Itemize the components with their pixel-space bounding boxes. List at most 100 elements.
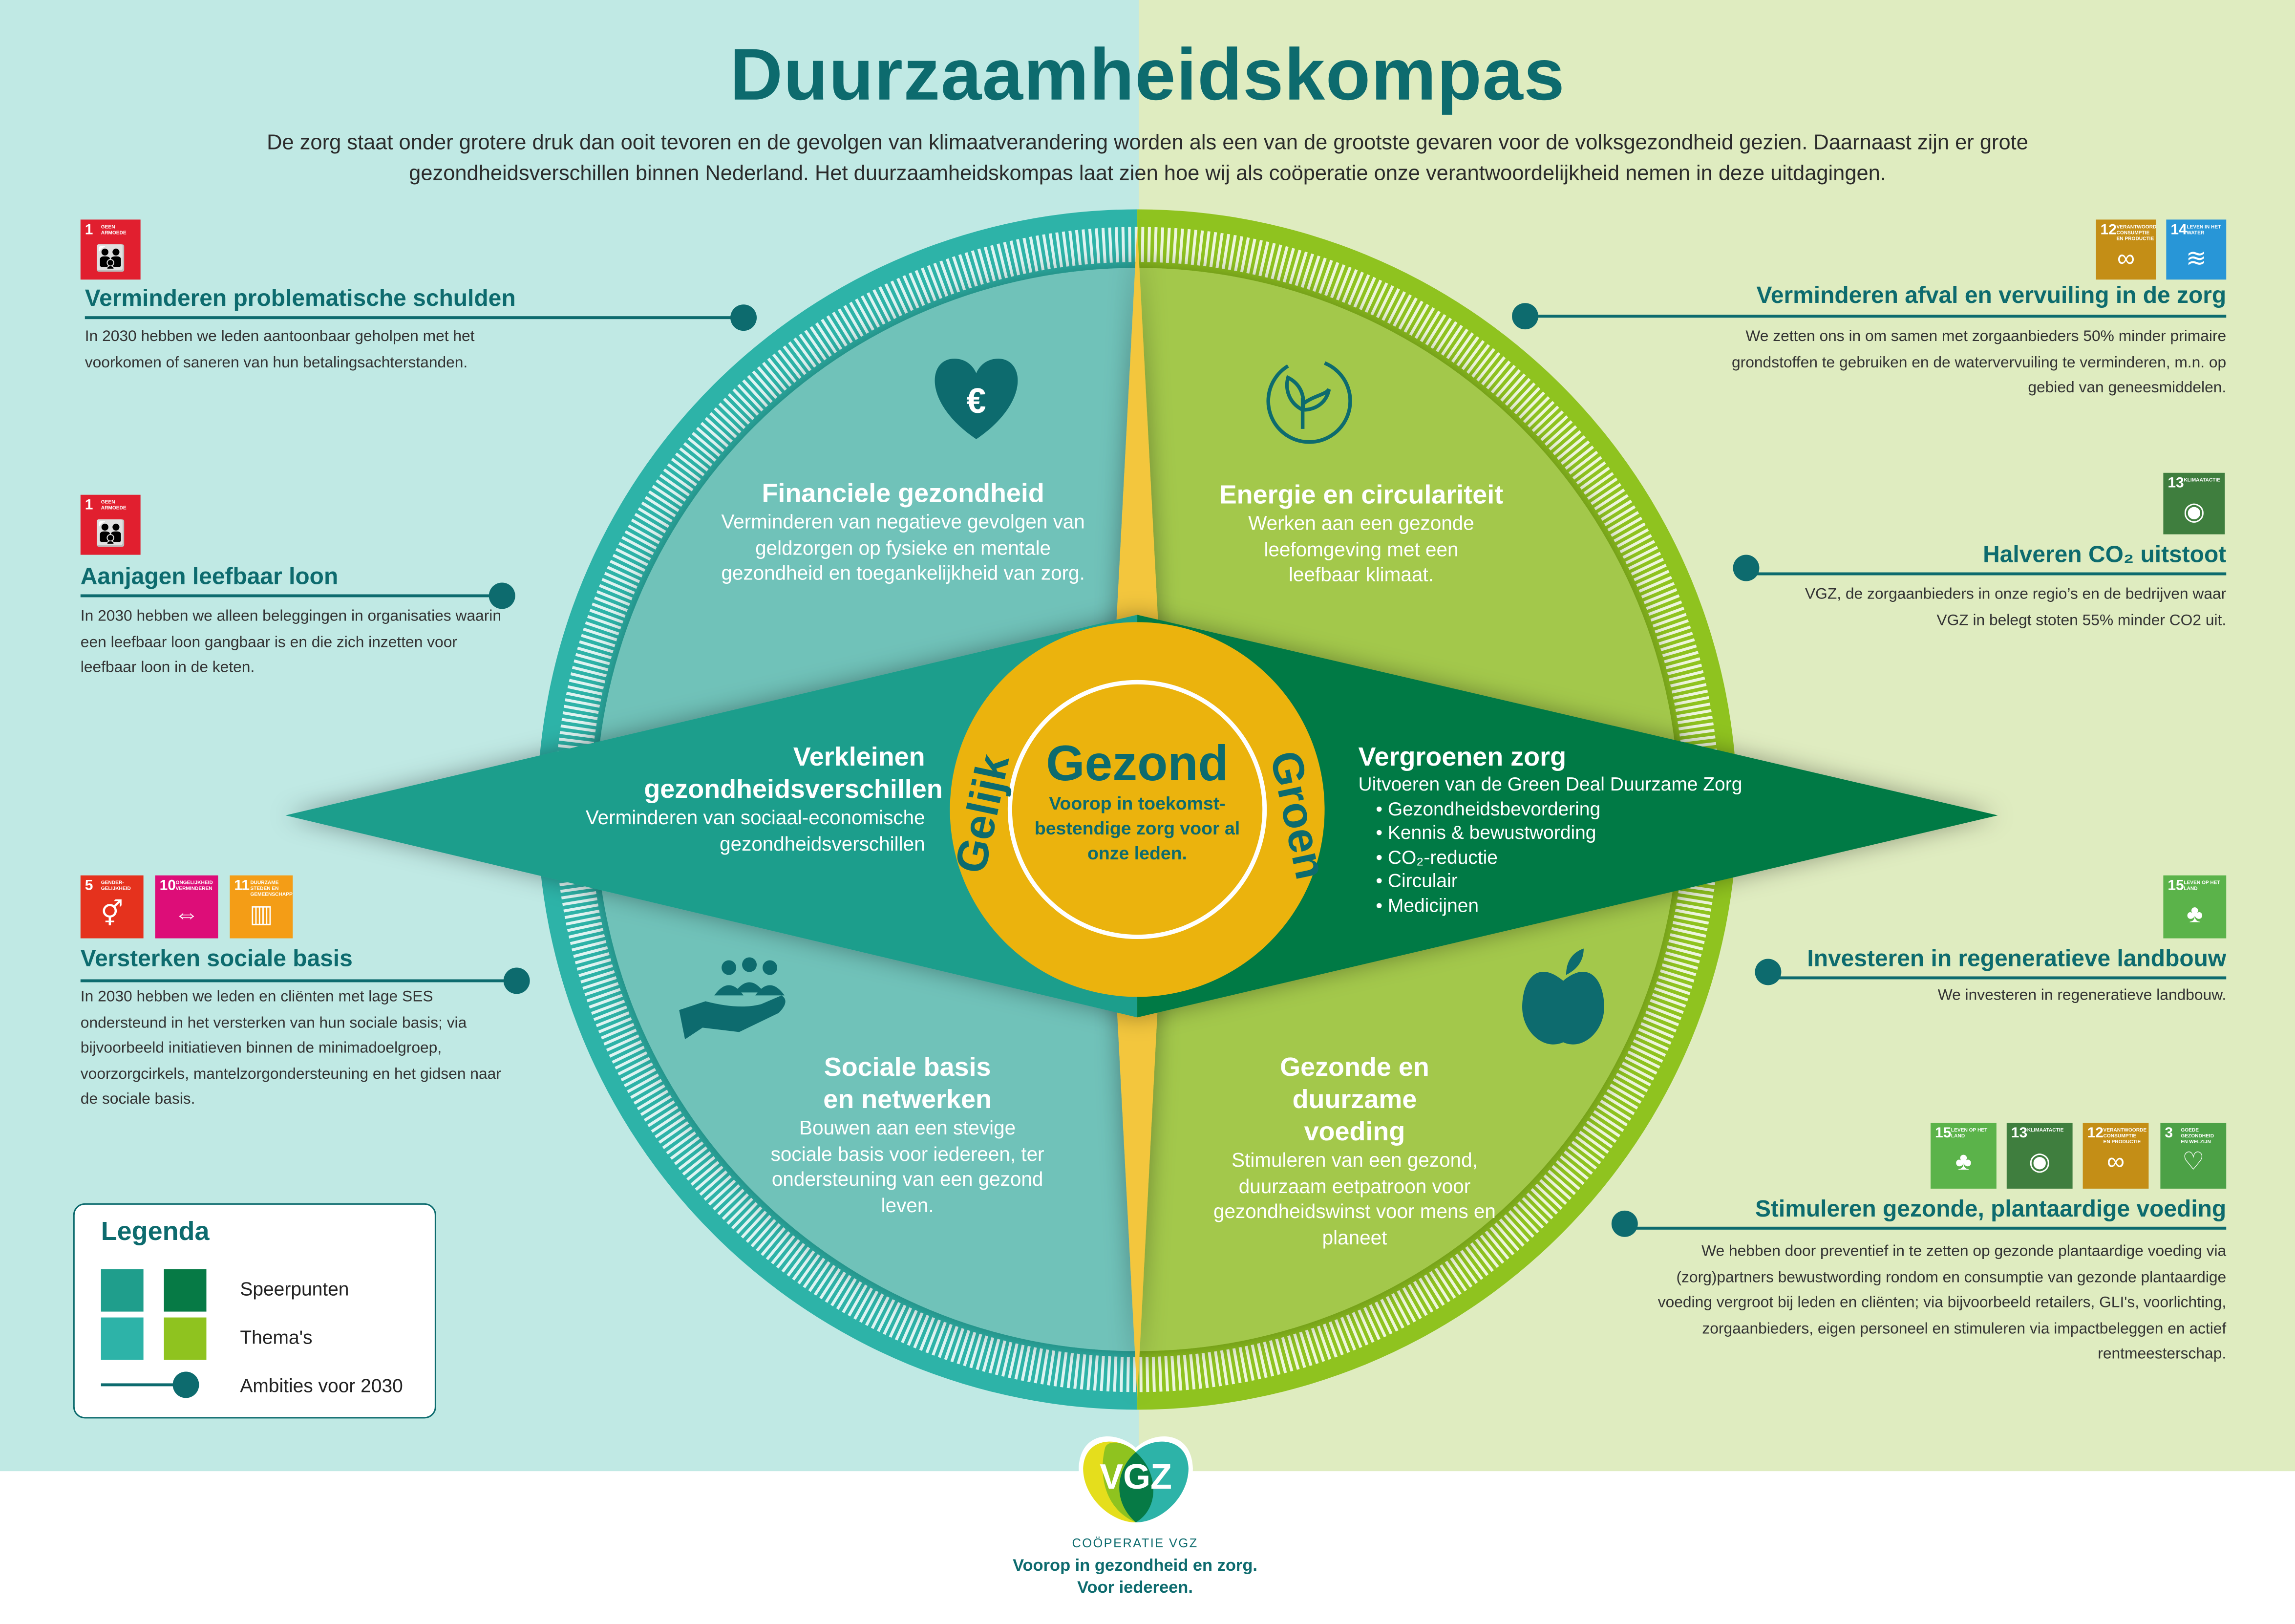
globe-eye-icon: ◉ <box>2183 497 2205 526</box>
sdg-label: GEEN ARMOEDE <box>101 499 127 511</box>
speerpunt-left-text: Verkleinen gezondheidsverschillen Vermin… <box>556 741 943 856</box>
infinity-icon: ∞ <box>2106 1148 2125 1175</box>
sdg-label: GOEDE GEZONDHEID EN WELZIJN <box>2181 1127 2214 1145</box>
ambition-dot <box>730 304 757 331</box>
sdg-label: VERANTWOORDE CONSUMPTIE EN PRODUCTIE <box>2116 224 2156 242</box>
quadrant-social-text: Sociale basis en netwerken Bouwen aan ee… <box>768 1051 1046 1218</box>
quadrant-financial-text: Financiele gezondheid Verminderen van ne… <box>713 477 1093 586</box>
sdg-number: 10 <box>159 878 176 895</box>
ambition-dot <box>503 967 530 994</box>
org-name: COÖPERATIE VGZ <box>1072 1536 1198 1550</box>
quadrant-title: Energie en circulariteit <box>1219 480 1504 510</box>
infinity-icon: ∞ <box>2117 244 2135 273</box>
speerpunt-bullet: • CO₂-reductie <box>1376 845 1498 868</box>
legend-swatch-thema-teal <box>101 1317 144 1360</box>
sdg-label: LEVEN OP HET LAND <box>1951 1127 1988 1139</box>
ambition-line <box>80 979 517 982</box>
speerpunt-right-text: Vergroenen zorg Uitvoeren van de Green D… <box>1358 741 1797 918</box>
sdg-number: 1 <box>85 222 93 239</box>
sdg-number: 12 <box>2087 1126 2104 1142</box>
legend-line <box>101 1383 189 1386</box>
center-text: Gezond Voorop in toekomst-bestendige zor… <box>1020 736 1254 867</box>
ambition-heading: Stimuleren gezonde, plantaardige voeding <box>1755 1197 2227 1222</box>
equality-arrows-icon: ⇔ <box>174 900 199 928</box>
ambition-text: We zetten ons in om samen met zorgaanbie… <box>1732 328 2227 397</box>
sdg-number: 3 <box>2165 1126 2173 1142</box>
sdg-number: 14 <box>2170 222 2187 239</box>
sdg-label: DUURZAME STEDEN EN GEMEENSCHAPPEN <box>250 879 293 897</box>
speerpunt-bullets: • Gezondheidsbevordering• Kennis & bewus… <box>1358 797 1797 918</box>
sdg-tile-1: 1 GEEN ARMOEDE 👪 <box>80 219 141 280</box>
page-title: Duurzaamheidskompas <box>729 33 1566 116</box>
vgz-logo: VGZ <box>1079 1436 1193 1527</box>
sdg-label: GENDER-GELIJKHEID <box>101 879 131 892</box>
ambition-heading: Versterken sociale basis <box>80 947 353 972</box>
sdg-number: 13 <box>2168 475 2184 492</box>
sdg-number: 15 <box>1934 1126 1952 1142</box>
ambition-text: VGZ, de zorgaanbieders in onze regio’s e… <box>1805 585 2227 629</box>
legend-swatch-speerpunt-teal <box>101 1269 144 1312</box>
ambition-line <box>85 316 744 319</box>
speerpunt-right-point <box>1137 615 1998 1018</box>
ambition-text: In 2030 hebben we alleen beleggingen in … <box>80 607 502 677</box>
apple-icon <box>1522 948 1604 1045</box>
quadrant-title: Sociale basis en netwerken <box>823 1052 992 1114</box>
sdg-label: LEVEN OP HET LAND <box>2184 879 2220 892</box>
sdg-number: 15 <box>2168 878 2184 895</box>
globe-eye-icon: ◉ <box>2028 1148 2051 1175</box>
ambition-dot <box>489 582 515 609</box>
ambition-dot <box>1611 1210 1638 1237</box>
city-icon: ▥ <box>249 900 273 928</box>
legend-swatch-speerpunt-green <box>164 1269 207 1312</box>
speerpunt-title: Verkleinen gezondheidsverschillen <box>644 742 943 804</box>
sdg-label: KLIMAATACTIE <box>2027 1127 2064 1133</box>
ambition-heading: Investeren in regeneratieve landbouw <box>1807 947 2227 972</box>
quadrant-description: Werken aan een gezonde leefomgeving met … <box>1248 512 1474 586</box>
circular-leaf-icon <box>1266 361 1352 444</box>
quadrant-description: Stimuleren van een gezond, duurzaam eetp… <box>1213 1149 1496 1248</box>
people-hand-icon <box>679 957 786 1040</box>
family-icon: 👪 <box>95 244 126 273</box>
speerpunt-bullet: • Gezondheidsbevordering <box>1376 797 1601 819</box>
tagline: Voorop in gezondheid en zorg. Voor ieder… <box>0 1556 2270 1600</box>
ambition-text: We investeren in regeneratieve landbouw. <box>1937 986 2227 1004</box>
sdg-label: GEEN ARMOEDE <box>101 224 127 236</box>
speerpunt-title: Vergroenen zorg <box>1358 742 1567 771</box>
euro-heart-icon: € <box>935 359 1018 439</box>
ambition-dot <box>1755 959 1782 985</box>
fish-icon: ≋ <box>2186 244 2207 273</box>
quadrant-food-text: Gezonde en duurzame voeding Stimuleren v… <box>1212 1051 1497 1250</box>
intro-text: De zorg staat onder grotere druk dan ooi… <box>267 131 2028 186</box>
svg-text:€: € <box>966 382 986 421</box>
speerpunt-bullet: • Kennis & bewustwording <box>1376 821 1596 843</box>
sdg-number: 13 <box>2011 1126 2028 1142</box>
sdg-number: 1 <box>85 497 93 514</box>
ambition-line <box>1624 1226 2227 1229</box>
sdg-tile-1: 1 GEEN ARMOEDE 👪 <box>80 494 141 555</box>
ambition-text: In 2030 hebben we leden aantoonbaar geho… <box>85 328 475 371</box>
center-circle <box>950 622 1325 997</box>
logo-text: VGZ <box>1100 1457 1172 1496</box>
family-icon: 👪 <box>95 519 126 548</box>
center-title: Gezond <box>1046 736 1229 792</box>
tree-icon: ♣ <box>2187 900 2203 928</box>
sdg-label: KLIMAATACTIE <box>2184 477 2221 483</box>
sdg-number: 11 <box>234 878 250 895</box>
legend-label: Speerpunten <box>240 1278 349 1300</box>
ambition-line <box>80 594 502 597</box>
quadrant-energy-text: Energie en circulariteit Werken aan een … <box>1200 479 1522 588</box>
tagline-line2: Voor iedereen. <box>1077 1579 1193 1597</box>
tree-icon: ♣ <box>1955 1148 1972 1175</box>
gender-icon: ⚥ <box>101 900 124 928</box>
speerpunt-description: Verminderen van sociaal-economische gezo… <box>585 806 925 855</box>
legend-dot <box>172 1371 199 1398</box>
center-ring <box>1007 680 1267 940</box>
